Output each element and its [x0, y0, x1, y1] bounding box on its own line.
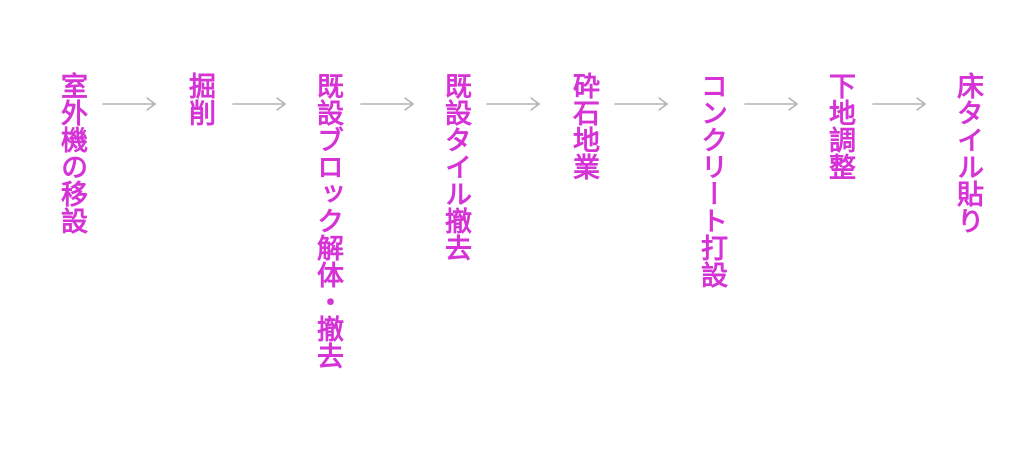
step-2-label: 掘削 [184, 72, 215, 126]
arrow-right-icon [486, 97, 540, 111]
step-8-label: 床タイル貼り [952, 72, 983, 234]
step-5-label: 砕石地業 [568, 72, 599, 180]
step-1-label: 室外機の移設 [56, 72, 87, 234]
step-7-label: 下地調整 [824, 72, 855, 180]
arrow-right-icon [102, 97, 156, 111]
step-3-label: 既設ブロック解体・撤去 [312, 72, 343, 369]
arrow-right-icon [872, 97, 926, 111]
arrow-right-icon [744, 97, 798, 111]
step-6-label: コンクリート打設 [696, 72, 727, 288]
step-4-label: 既設タイル撤去 [440, 72, 471, 261]
arrow-right-icon [614, 97, 668, 111]
arrow-right-icon [360, 97, 414, 111]
arrow-right-icon [232, 97, 286, 111]
